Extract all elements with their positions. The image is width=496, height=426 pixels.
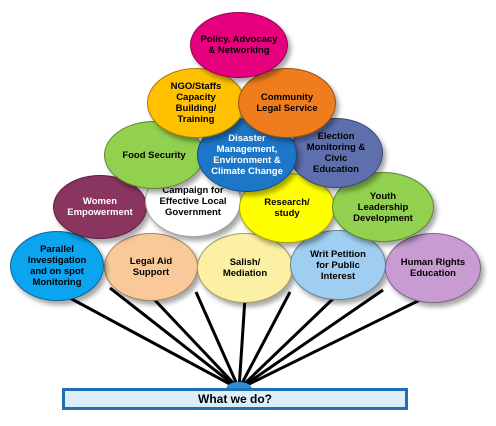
bubble-label: Youth Leadership Development (353, 190, 413, 224)
bubble-label: Salish/ Mediation (222, 257, 268, 279)
bubble-label: Human Rights Education (400, 257, 466, 279)
string-line (238, 288, 384, 391)
what-we-do-label: What we do? (198, 392, 272, 406)
bubble-label: Food Security (122, 149, 186, 161)
string-line (109, 286, 240, 391)
bubble-label: Disaster Management, Environment & Clima… (211, 133, 283, 177)
bubble-label: Legal Aid Support (129, 256, 173, 278)
string-line (237, 297, 247, 390)
bubble-policy: Policy, Advocacy & Networking (190, 12, 288, 78)
bubble-writ: Writ Petition for Public Interest (290, 230, 386, 300)
bubble-legal-aid: Legal Aid Support (104, 233, 198, 301)
bubble-label: Research/ study (264, 197, 310, 219)
bubble-label: Community Legal Service (256, 92, 318, 114)
bubble-label: Parallel Investigation and on spot Monit… (27, 244, 87, 288)
bubble-label: Writ Petition for Public Interest (310, 248, 366, 282)
bubble-ngo: NGO/Staffs Capacity Building/ Training (147, 68, 245, 138)
bubble-election: Election Monitoring & Civic Education (289, 118, 383, 188)
what-we-do-box: What we do? (62, 388, 408, 410)
bubble-parallel: Parallel Investigation and on spot Monit… (10, 231, 104, 301)
bubble-label: Election Monitoring & Civic Education (306, 131, 366, 175)
bubble-women: Women Empowerment (53, 175, 147, 239)
bubble-label: Women Empowerment (67, 196, 133, 218)
string-line (237, 292, 340, 391)
string-line (148, 293, 241, 391)
bubble-label: NGO/Staffs Capacity Building/ Training (170, 81, 222, 125)
string-line (237, 291, 292, 390)
string-line (194, 291, 241, 390)
bubble-community: Community Legal Service (238, 68, 336, 138)
bubble-youth: Youth Leadership Development (332, 172, 434, 242)
bubble-label: Campaign for Effective Local Government (159, 184, 227, 218)
string-line (54, 288, 240, 391)
bubble-salish: Salish/ Mediation (197, 233, 293, 303)
bubble-label: Policy, Advocacy & Networking (200, 34, 278, 56)
string-line (238, 293, 431, 391)
bubble-human-rights: Human Rights Education (385, 233, 481, 303)
